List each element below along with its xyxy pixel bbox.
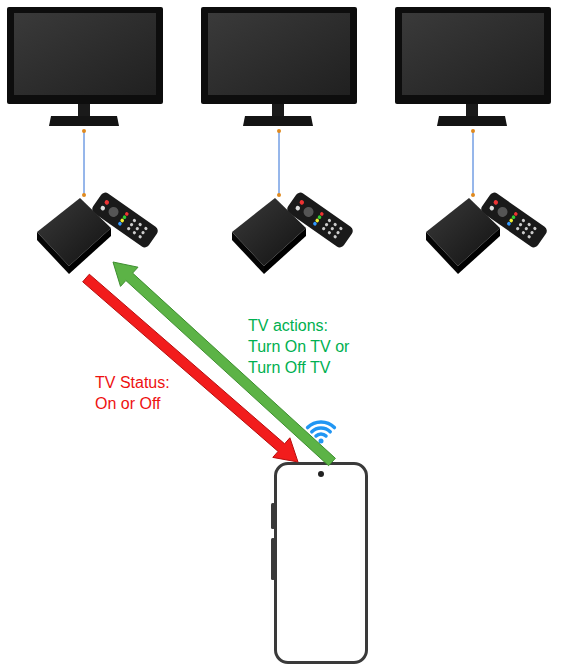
- set-top-box: [35, 188, 113, 278]
- set-top-box: [426, 198, 500, 274]
- cable-plug: [82, 129, 86, 133]
- set-top-box-shape: [35, 188, 113, 278]
- cable-plug: [471, 193, 475, 197]
- wifi-arc: [308, 422, 335, 428]
- cable-plug: [277, 129, 281, 133]
- tv-monitor: [201, 7, 357, 126]
- hdmi-cable: [279, 131, 280, 194]
- wifi-arc: [312, 428, 330, 432]
- set-top-box: [232, 198, 306, 274]
- tv-monitor: [395, 7, 551, 126]
- hdmi-cable: [473, 131, 474, 194]
- set-top-box-shape: [37, 198, 111, 274]
- edge-label: TV actions: Turn On TV or Turn Off TV: [248, 315, 360, 378]
- tv-monitor: [7, 7, 163, 126]
- wifi-dot: [319, 439, 324, 444]
- wifi-symbol: [308, 422, 335, 436]
- hdmi-cable: [84, 131, 85, 194]
- smartphone: [274, 462, 368, 664]
- edge-label: TV Status: On or Off: [95, 372, 185, 414]
- wifi-arc: [316, 434, 326, 436]
- cable-plug: [82, 193, 86, 197]
- cable-plug: [471, 129, 475, 133]
- phone-camera: [318, 471, 324, 477]
- cable-plug: [277, 193, 281, 197]
